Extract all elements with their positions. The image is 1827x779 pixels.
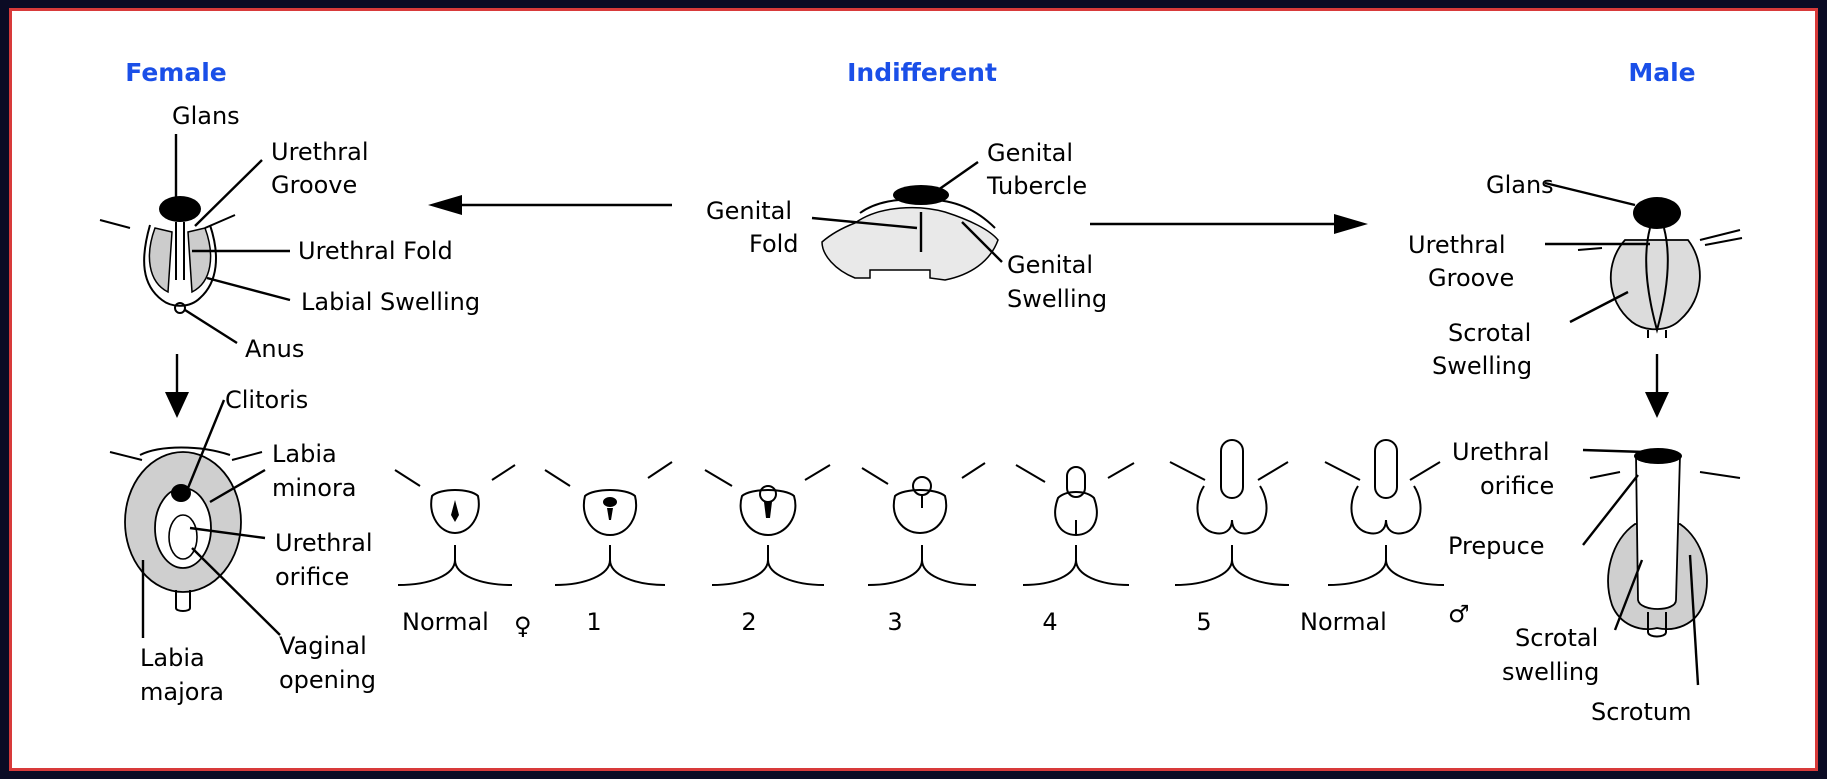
male-early-illustration xyxy=(1578,197,1742,338)
arrow-male-down xyxy=(1645,354,1669,418)
label-male-scrotal-swelling-2: Swelling xyxy=(1432,352,1532,380)
label-labia-minora-2: minora xyxy=(272,474,357,502)
label-genital-fold-1: Genital xyxy=(706,197,792,225)
arrow-female-down xyxy=(165,354,189,418)
scale-female-symbol: ♀ xyxy=(514,612,532,640)
virilization-scale xyxy=(395,440,1444,585)
male-early-glans xyxy=(1633,197,1681,229)
label-urethral-orifice-male-1: Urethral xyxy=(1452,438,1550,466)
label-clitoris: Clitoris xyxy=(225,386,308,414)
label-genital-fold-2: Fold xyxy=(749,230,799,258)
label-male-urethral-groove-2: Groove xyxy=(1428,264,1514,292)
male-adult-penis xyxy=(1636,455,1680,609)
female-adult-vaginal-opening xyxy=(169,515,197,559)
scale-label-stage-1: 1 xyxy=(586,608,601,636)
label-genital-tubercle-1: Genital xyxy=(987,139,1073,167)
scale-drawing-stage-5 xyxy=(1170,440,1289,585)
female-adult-perineum xyxy=(176,590,190,611)
label-genital-swelling-2: Swelling xyxy=(1007,285,1107,313)
label-vaginal-opening-1: Vaginal xyxy=(279,632,367,660)
label-genital-tubercle-2: Tubercle xyxy=(986,172,1087,200)
scale-drawing-stage-3 xyxy=(862,463,985,585)
scale-drawing-normal-male xyxy=(1325,440,1444,585)
label-labia-minora-1: Labia xyxy=(272,440,337,468)
leader-female-urethral-groove xyxy=(195,160,262,226)
label-female-anus: Anus xyxy=(245,335,304,363)
scale-male-symbol: ♂ xyxy=(1448,600,1470,628)
label-female-urethral-groove-1: Urethral xyxy=(271,138,369,166)
female-early-right-swelling xyxy=(188,228,211,292)
scale-label-stage-4: 4 xyxy=(1042,608,1057,636)
leader-urethral-orifice-male xyxy=(1583,450,1645,452)
label-female-glans: Glans xyxy=(172,102,240,130)
scale-drawing-normal-female xyxy=(395,465,515,585)
header-female: Female xyxy=(125,58,226,87)
scale-drawing-stage-4 xyxy=(1016,463,1134,585)
scale-drawing-stage-1 xyxy=(545,462,672,585)
leader-female-anus xyxy=(185,310,237,343)
header-male: Male xyxy=(1628,58,1695,87)
scale-label-stage-2: 2 xyxy=(741,608,756,636)
male-adult-illustration xyxy=(1590,448,1740,637)
arrow-to-male xyxy=(1090,214,1368,234)
scale-label-normal-male: Normal xyxy=(1300,608,1387,636)
male-early-scrotal-swelling xyxy=(1611,240,1700,329)
leader-female-labial-swelling xyxy=(207,278,290,300)
header-indifferent: Indifferent xyxy=(847,58,997,87)
scale-label-stage-3: 3 xyxy=(887,608,902,636)
scale-label-stage-5: 5 xyxy=(1196,608,1211,636)
leader-male-glans xyxy=(1545,183,1635,205)
label-female-urethral-groove-2: Groove xyxy=(271,171,357,199)
female-early-groove xyxy=(176,222,184,280)
label-vaginal-opening-2: opening xyxy=(279,666,376,694)
label-female-urethral-fold: Urethral Fold xyxy=(298,237,453,265)
female-early-left-swelling xyxy=(149,228,172,292)
label-scrotal-swelling-male-1: Scrotal xyxy=(1515,624,1598,652)
label-urethral-orifice-female-1: Urethral xyxy=(275,529,373,557)
arrow-to-female xyxy=(428,195,672,215)
label-male-scrotal-swelling-1: Scrotal xyxy=(1448,319,1531,347)
label-genital-swelling-1: Genital xyxy=(1007,251,1093,279)
scale-drawing-stage-2 xyxy=(705,465,830,585)
label-urethral-orifice-female-2: orifice xyxy=(275,563,349,591)
female-early-glans xyxy=(159,196,201,222)
label-labia-majora-1: Labia xyxy=(140,644,205,672)
leader-vaginal-opening xyxy=(192,548,280,635)
label-male-urethral-groove-1: Urethral xyxy=(1408,231,1506,259)
female-early-anus xyxy=(175,303,185,313)
female-early-illustration xyxy=(100,196,235,313)
label-scrotum: Scrotum xyxy=(1591,698,1691,726)
label-scrotal-swelling-male-2: swelling xyxy=(1502,658,1599,686)
leader-genital-tubercle xyxy=(938,162,978,190)
male-adult-urethral-orifice xyxy=(1634,448,1682,464)
female-adult-illustration xyxy=(110,448,262,612)
label-urethral-orifice-male-2: orifice xyxy=(1480,472,1554,500)
label-female-labial-swelling: Labial Swelling xyxy=(301,288,480,316)
scale-label-normal-female: Normal xyxy=(402,608,489,636)
label-labia-majora-2: majora xyxy=(140,678,224,706)
label-male-glans: Glans xyxy=(1486,171,1554,199)
indifferent-outline xyxy=(822,208,998,280)
label-prepuce: Prepuce xyxy=(1448,532,1545,560)
